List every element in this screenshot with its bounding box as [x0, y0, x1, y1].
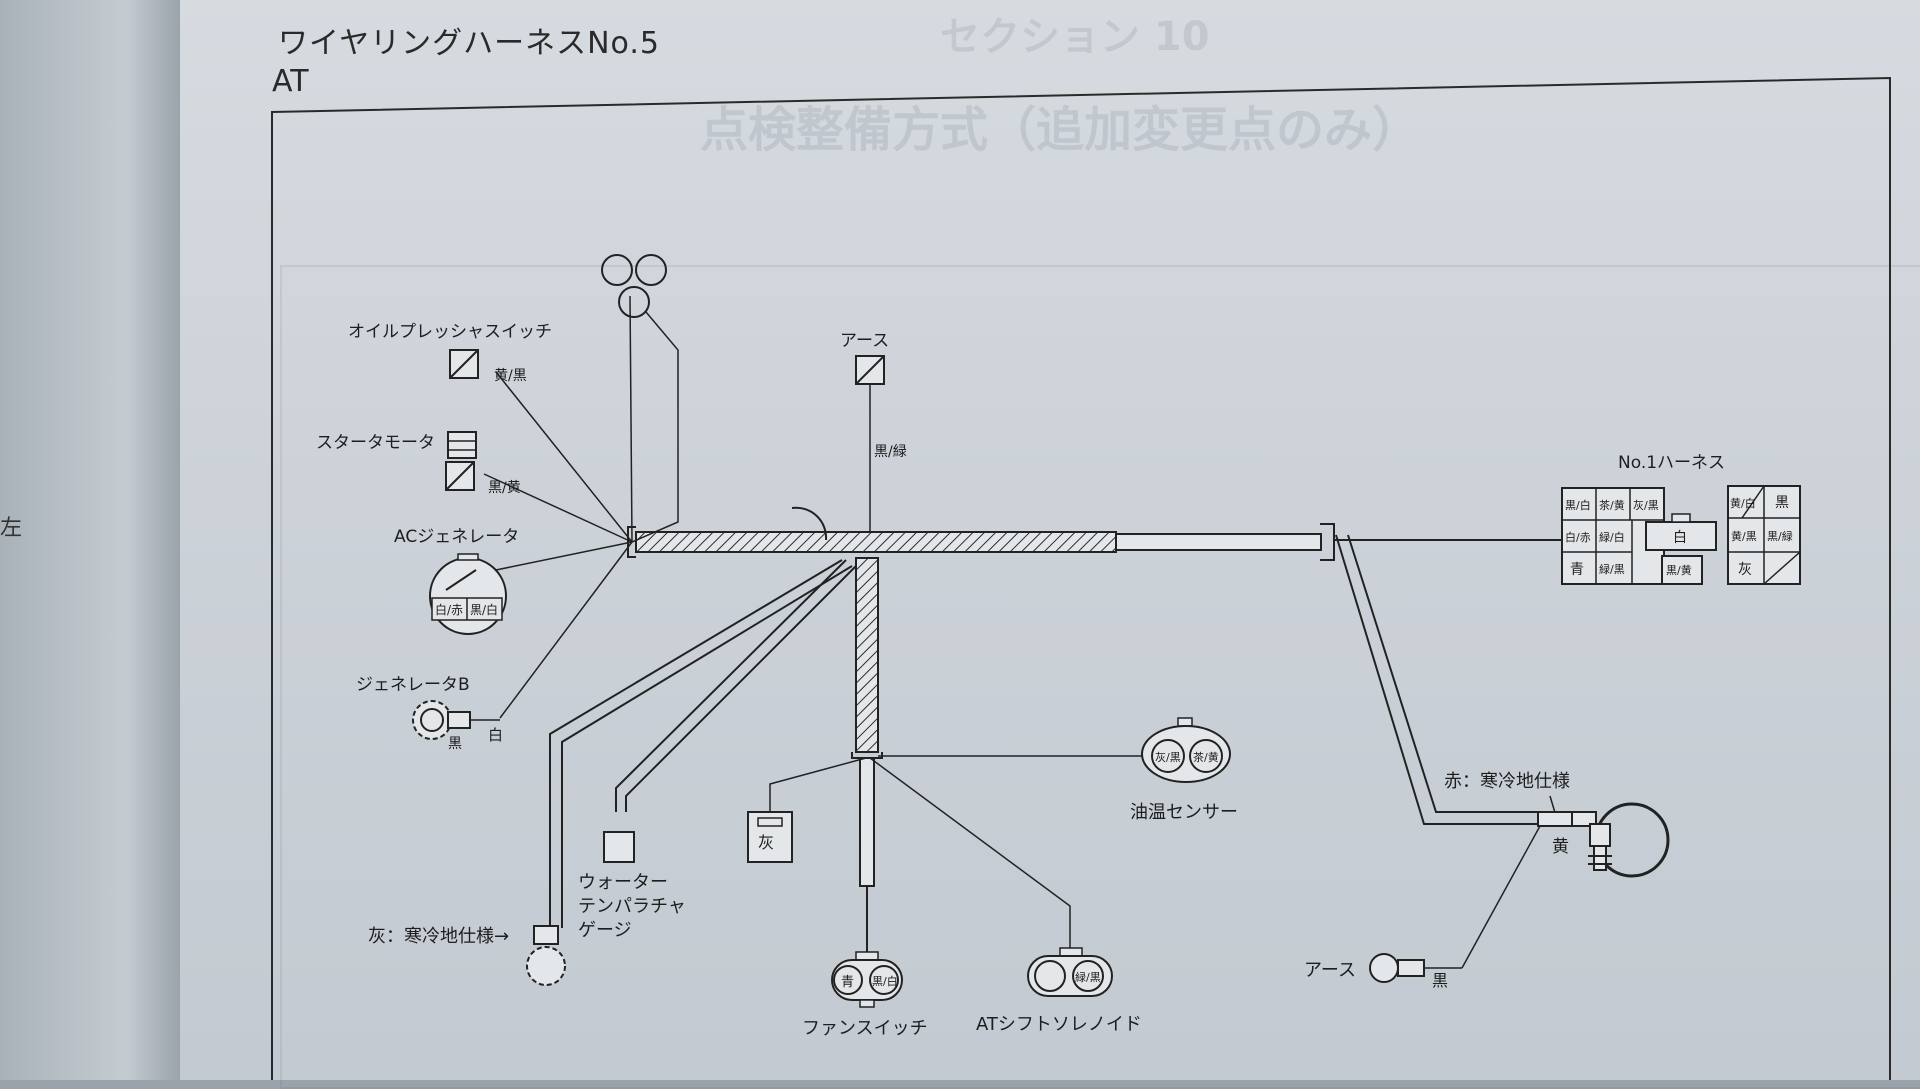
round-connector-top	[601, 254, 667, 318]
yellow-wire-label: 黄	[1552, 837, 1569, 857]
starter-motor-label: スタータモータ	[316, 433, 435, 453]
ac-generator: ACジェネレータ 白/赤 黒/白	[394, 527, 519, 635]
background-section-text: セクション 10	[940, 14, 1210, 60]
water-temp-gauge-label-2: テンパラチャ	[578, 896, 686, 917]
main-harness	[627, 506, 1565, 958]
cold-climate-red-connector: 赤：寒冷地仕様 黄	[1444, 771, 1670, 878]
no1-right-r1c3: 黒	[1775, 495, 1789, 511]
water-temp-gauge-label-1: ウォーター	[578, 872, 668, 893]
no1-harness-connector: No.1ハーネス 黒/白 茶/黄 灰/黒 白/赤 緑/白 青 緑/黒 白 黒/黄…	[1561, 453, 1801, 585]
generator-b-wire-1: 黒	[448, 736, 462, 752]
left-page-mark: 左	[0, 516, 23, 541]
cold-climate-red-label: 赤：寒冷地仕様	[1444, 771, 1570, 792]
left-branch-wires	[483, 295, 679, 719]
generator-b-label: ジェネレータB	[356, 675, 470, 695]
gray-connector-label: 灰	[758, 833, 774, 852]
fan-switch-pin-2: 黒/白	[872, 974, 898, 988]
water-temp-gauge-label-3: ゲージ	[578, 920, 632, 941]
generator-b: ジェネレータB 黒 白	[356, 675, 503, 752]
ac-generator-pin-1: 白/赤	[435, 602, 463, 617]
oil-pressure-switch-label: オイルプレッシャスイッチ	[348, 322, 552, 342]
no1-pin-r2c1: 白/赤	[1565, 530, 1591, 544]
diagram-frame	[271, 76, 1891, 1080]
fan-switch-pin-1: 青	[841, 975, 854, 990]
oil-temp-sensor-pin-1: 灰/黒	[1155, 750, 1181, 764]
fan-switch-label: ファンスイッチ	[802, 1018, 928, 1039]
oil-temp-sensor: 灰/黒 茶/黄 油温センサー	[1130, 717, 1238, 823]
page-title: ワイヤリングハーネスNo.5	[278, 26, 660, 61]
lower-left-branches	[549, 559, 857, 928]
gray-connector: 灰	[747, 811, 793, 863]
no1-right-r3c1: 灰	[1738, 562, 1752, 578]
ground-bottom-wire-label: 黒	[1432, 971, 1448, 990]
left-page: 左	[0, 0, 182, 1080]
bottom-junction-wires	[769, 755, 1148, 948]
ac-generator-pin-2: 黒/白	[470, 602, 498, 617]
page-subtitle: AT	[272, 64, 309, 99]
starter-motor-wire-label: 黒/黄	[488, 479, 521, 496]
no1-pin-r3c2: 緑/黒	[1599, 562, 1625, 576]
ac-generator-label: ACジェネレータ	[394, 527, 519, 547]
no1-pin-r1c1: 黒/白	[1565, 498, 1591, 512]
at-shift-solenoid-label: ATシフトソレノイド	[976, 1014, 1142, 1035]
no1-mid-top: 白	[1673, 530, 1687, 546]
generator-b-wire-2: 白	[488, 726, 503, 744]
at-shift-solenoid-pin: 緑/黒	[1075, 970, 1101, 984]
cold-climate-gray-label: 灰：寒冷地仕様→	[368, 926, 509, 947]
ground-bottom: アース 黒	[1304, 825, 1541, 990]
oil-pressure-wire-label: 黄/黒	[494, 367, 527, 384]
ground-top-label: アース	[840, 331, 889, 351]
oil-pressure-switch: オイルプレッシャスイッチ 黄/黒	[348, 322, 552, 384]
no1-pin-r3c1: 青	[1570, 562, 1584, 578]
no1-right-r1c1: 黄/白	[1730, 496, 1756, 510]
no1-pin-r1c2: 茶/黄	[1599, 498, 1625, 512]
oil-temp-sensor-label: 油温センサー	[1130, 802, 1238, 823]
fan-switch: 青 黒/白 ファンスイッチ	[802, 951, 928, 1039]
no1-pin-r2c2: 緑/白	[1599, 530, 1625, 544]
oil-temp-sensor-pin-2: 茶/黄	[1193, 750, 1219, 764]
starter-motor: スタータモータ 黒/黄	[316, 431, 521, 496]
cold-climate-gray-connector: 灰：寒冷地仕様→	[368, 925, 566, 986]
no1-right-r2c2: 黒/緑	[1767, 529, 1793, 543]
no1-right-r2c1: 黄/黒	[1731, 529, 1757, 543]
ground-bottom-label: アース	[1304, 960, 1356, 981]
ground-top-wire-label: 黒/緑	[874, 444, 907, 460]
no1-harness-label: No.1ハーネス	[1618, 453, 1725, 473]
background-heading-text: 点検整備方式（追加変更点のみ）	[700, 102, 1421, 158]
no1-pin-r1c3: 灰/黒	[1633, 498, 1659, 512]
water-temp-gauge: ウォーター テンパラチャ ゲージ	[578, 831, 686, 941]
at-shift-solenoid: 緑/黒 ATシフトソレノイド	[976, 947, 1142, 1035]
ground-top: アース 黒/緑	[840, 331, 907, 532]
no1-mid-bottom: 黒/黄	[1666, 563, 1692, 577]
